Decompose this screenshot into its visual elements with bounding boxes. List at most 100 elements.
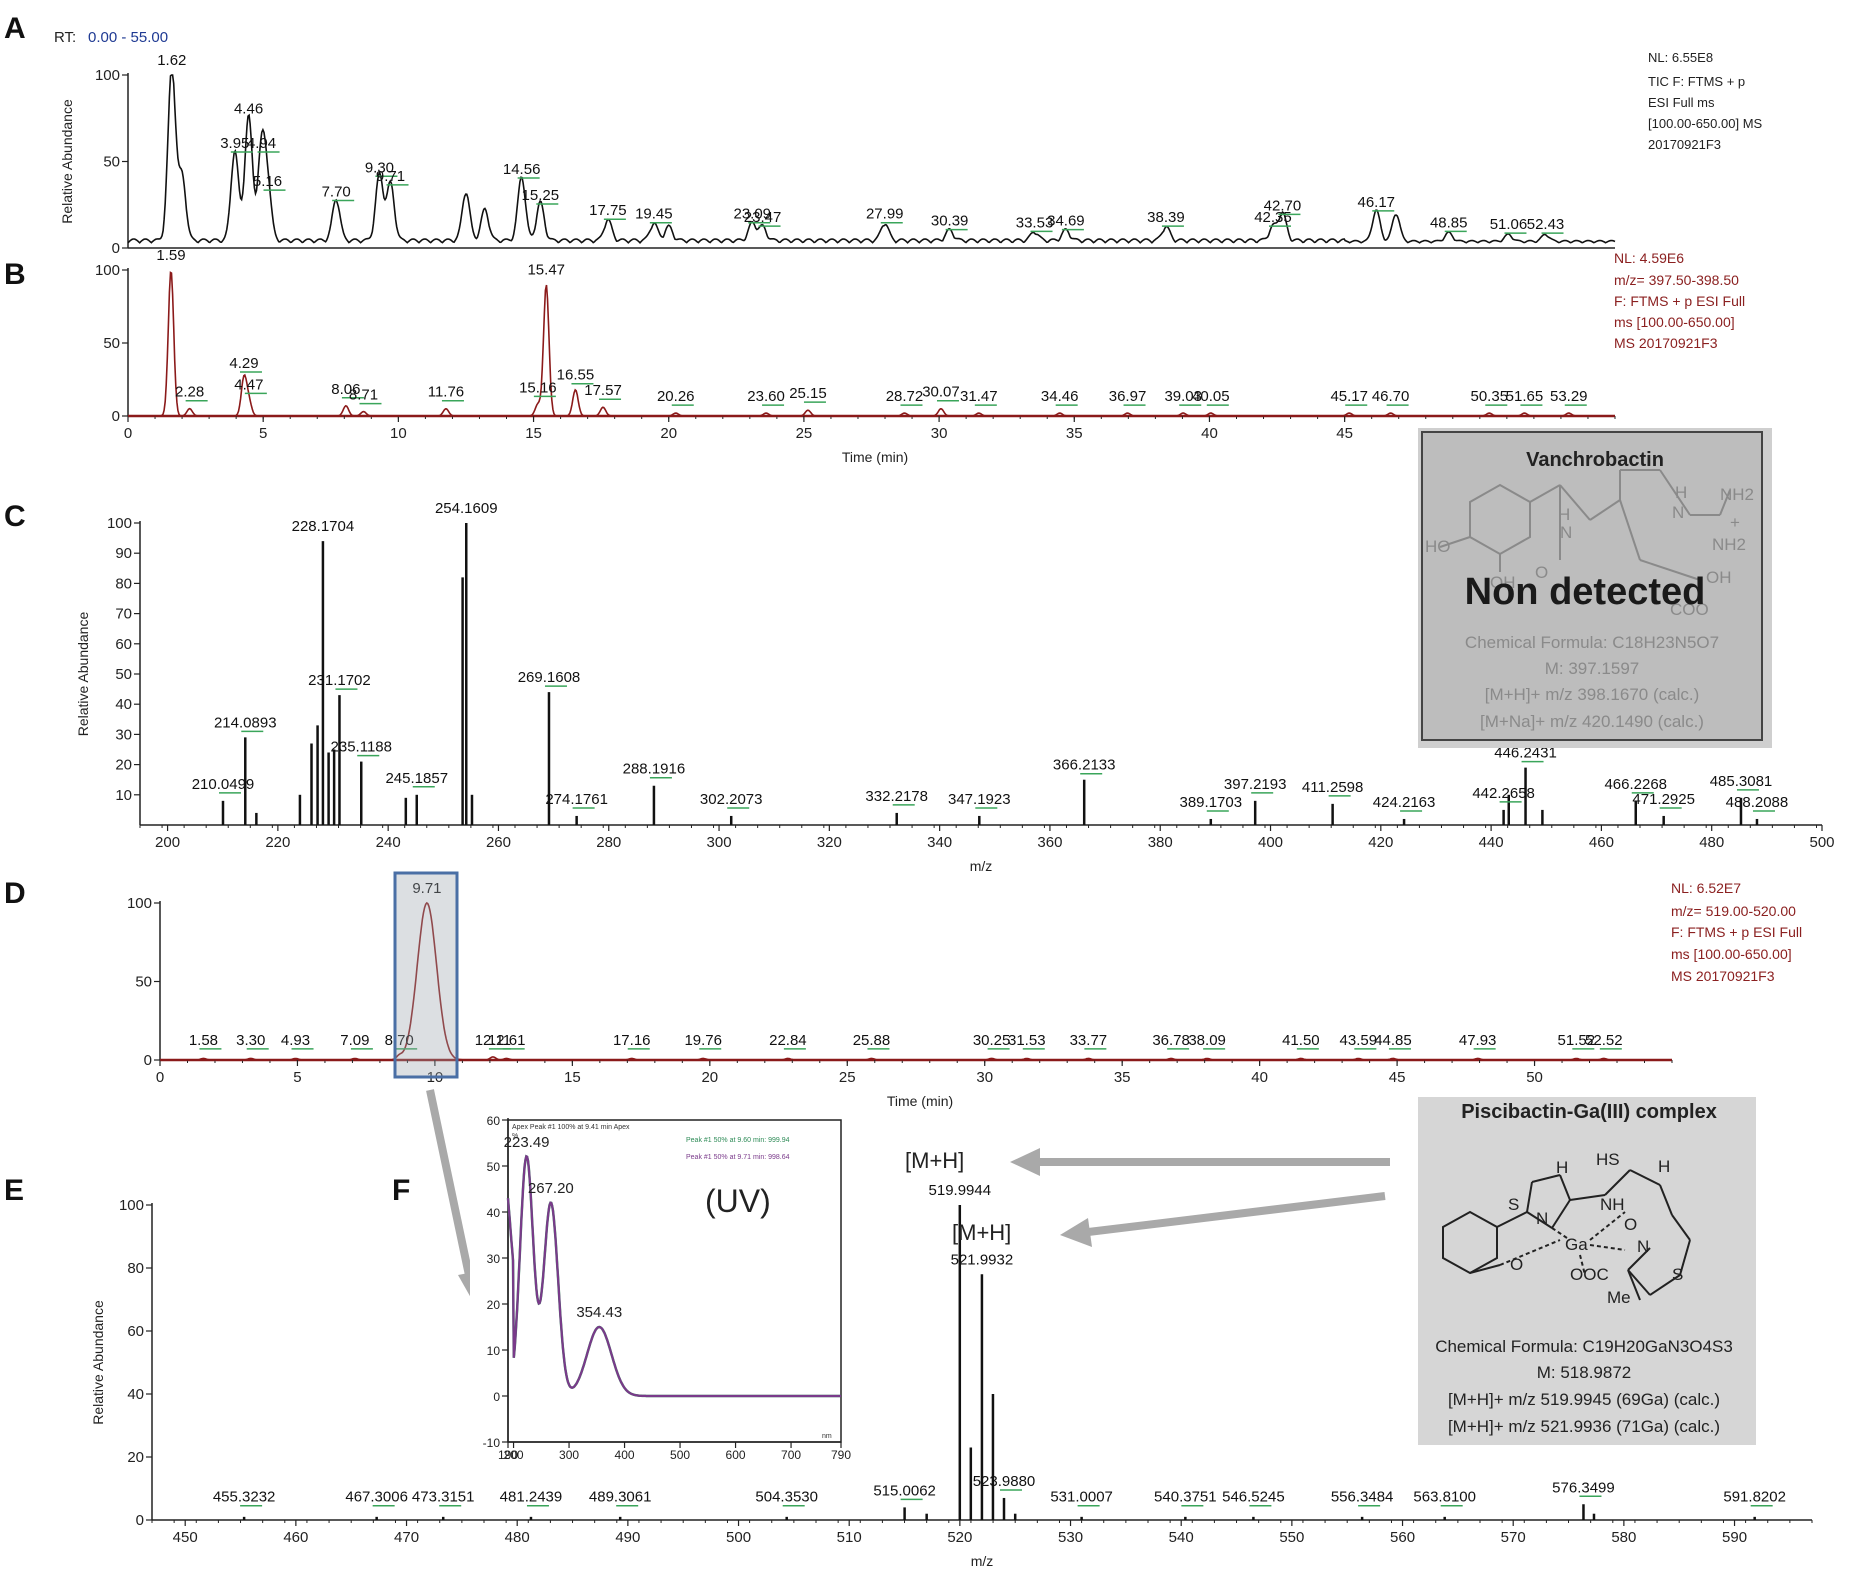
peak-label: 33.77	[1070, 1032, 1108, 1049]
x-axis-title: m/z	[970, 858, 993, 874]
x-tick-label: 300	[559, 1448, 579, 1462]
atom: H	[1675, 483, 1687, 502]
x-tick-label: 400	[615, 1448, 635, 1462]
mh-annotation-1: [M+H]	[905, 1148, 964, 1173]
y-tick-label: 40	[115, 696, 132, 713]
y-tick-label: 20	[115, 757, 132, 774]
arrow-shaft	[426, 1089, 474, 1281]
peak-label: 519.9944	[929, 1182, 992, 1199]
x-tick-label: 25	[839, 1069, 856, 1086]
non-detected-label: Non detected	[1465, 571, 1706, 613]
peak-label: 473.3151	[412, 1489, 475, 1506]
x-tick-label: 790	[831, 1448, 851, 1462]
peak-label: 51.65	[1506, 388, 1544, 405]
x-tick-label: 0	[156, 1069, 164, 1086]
x-tick-label: 200	[155, 834, 180, 851]
peak-label: 424.2163	[1373, 794, 1436, 811]
x-tick-label: 530	[1058, 1529, 1083, 1546]
peak-label: 4.93	[281, 1032, 310, 1049]
y-tick-label: 80	[115, 575, 132, 592]
y-tick-label: 0	[493, 1390, 500, 1404]
atom: N	[1637, 1237, 1649, 1256]
peak-label: 23.47	[744, 209, 782, 226]
x-tick-label: 570	[1501, 1529, 1526, 1546]
peak-label: 1.62	[157, 52, 186, 69]
x-tick-label: 25	[796, 425, 813, 442]
y-tick-label: 100	[119, 1197, 144, 1214]
peak-label: 8.70	[385, 1032, 414, 1049]
peak-label: 42.35	[1254, 209, 1292, 226]
peak-label: 269.1608	[518, 669, 581, 686]
atom: HS	[1596, 1150, 1620, 1169]
x-tick-label: 480	[505, 1529, 530, 1546]
info-a: NL: 6.55E8 TIC F: FTMS + p ESI Full ms […	[1648, 50, 1763, 152]
peak-label: 19.76	[684, 1032, 722, 1049]
peak-label: 540.3751	[1154, 1489, 1217, 1506]
x-tick-label: 5	[259, 425, 267, 442]
peak-label: 288.1916	[623, 761, 686, 778]
x-tick-label: 280	[596, 834, 621, 851]
info-d-line: MS 20170921F3	[1671, 968, 1775, 984]
peak-label: 3.95	[220, 135, 249, 152]
atom: H	[1558, 505, 1570, 524]
info-a-line: ESI Full ms	[1648, 95, 1715, 110]
peak-label: 231.1702	[308, 672, 371, 689]
x-tick-label: 15	[564, 1069, 581, 1086]
x-tick-label: 0	[124, 425, 132, 442]
panel-letter-f: F	[392, 1174, 410, 1207]
y-tick-label: 50	[487, 1160, 501, 1174]
panel-letter-c: C	[4, 500, 26, 533]
piscibactin-mass: M: 518.9872	[1537, 1363, 1632, 1382]
info-d-line: m/z= 519.00-520.00	[1671, 903, 1796, 919]
y-tick-label: 10	[115, 787, 132, 804]
piscibactin-mh69: [M+H]+ m/z 519.9945 (69Ga) (calc.)	[1448, 1390, 1720, 1409]
peak-label: 8.71	[349, 387, 378, 404]
atom: NH2	[1720, 485, 1754, 504]
piscibactin-box: Piscibactin-Ga(III) complex	[1418, 1097, 1756, 1445]
vanchrobactin-mna: [M+Na]+ m/z 420.1490 (calc.)	[1480, 712, 1704, 731]
x-tick-label: 45	[1389, 1069, 1406, 1086]
x-tick-label: 300	[707, 834, 732, 851]
peak-label: 411.2598	[1302, 779, 1363, 796]
peak-label: 7.09	[340, 1032, 369, 1049]
x-tick-label: 40	[1251, 1069, 1268, 1086]
x-tick-label: 590	[1722, 1529, 1747, 1546]
y-tick-label: 20	[127, 1449, 144, 1466]
peak-label: 50.35	[1471, 388, 1509, 405]
peak-label: 556.3484	[1331, 1489, 1394, 1506]
y-tick-label: 20	[487, 1298, 501, 1312]
info-a-line: NL: 6.55E8	[1648, 50, 1713, 65]
peak-label: 11.76	[428, 384, 464, 401]
info-b-line: NL: 4.59E6	[1614, 250, 1684, 266]
peak-label: 245.1857	[385, 770, 448, 787]
piscibactin-structure: S H HS H N NH Ga O N O OOC S Me	[1442, 1150, 1691, 1307]
atom: +	[1730, 513, 1740, 532]
x-tick-label: 45	[1336, 425, 1353, 442]
peak-label: 48.85	[1430, 214, 1468, 231]
peak-label: 47.93	[1459, 1032, 1497, 1049]
peak-label: 41.50	[1282, 1032, 1320, 1049]
piscibactin-formula: Chemical Formula: C19H20GaN3O4S3	[1435, 1337, 1733, 1356]
peak-label: 30.39	[931, 213, 969, 230]
peak-label: 591.8202	[1723, 1489, 1786, 1506]
atom: H	[1556, 1158, 1568, 1177]
y-tick-label: 50	[103, 335, 120, 352]
atom: N	[1560, 523, 1572, 542]
peak-label: 36.78	[1152, 1032, 1190, 1049]
x-tick-label: 580	[1611, 1529, 1636, 1546]
peak-label: 235.1188	[331, 739, 392, 756]
peak-label: 51.52	[1558, 1032, 1596, 1049]
peak-label: 504.3530	[755, 1489, 818, 1506]
y-tick-label: 50	[135, 974, 152, 991]
peak-label: 15.16	[519, 379, 557, 396]
x-tick-label: 360	[1037, 834, 1062, 851]
peak-label: 332.2178	[865, 788, 928, 805]
info-d-line: NL: 6.52E7	[1671, 880, 1741, 896]
x-tick-label: 470	[394, 1529, 419, 1546]
peak-label: 471.2925	[1632, 791, 1695, 808]
peak-label: 267.20	[528, 1180, 574, 1197]
uv-header: Apex Peak #1 100% at 9.41 min Apex	[512, 1124, 630, 1131]
